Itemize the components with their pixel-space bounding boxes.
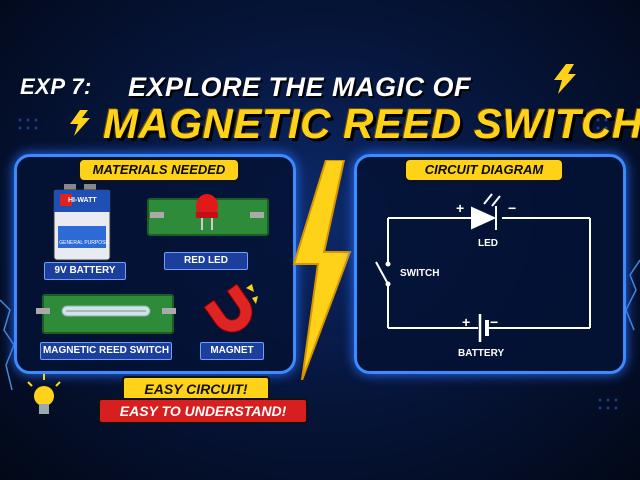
title-line-2: MAGNETIC REED SWITCH — [103, 100, 640, 147]
experiment-label: EXP 7: — [20, 74, 92, 99]
easy-to-understand-banner: EASY TO UNDERSTAND! — [98, 398, 308, 424]
magnet-icon — [203, 284, 258, 333]
led-plus-sign: + — [456, 200, 465, 216]
circuit-battery-label: BATTERY — [458, 348, 505, 359]
reed-switch-label: MAGNETIC REED SWITCH — [40, 342, 172, 360]
spark-icon-left — [70, 110, 90, 136]
led-icon — [150, 194, 264, 230]
battery-brand: HI-WATT — [68, 197, 97, 204]
reed-switch-icon — [36, 305, 176, 317]
spark-icon-right — [554, 64, 576, 94]
circuit-switch-label: SWITCH — [400, 268, 440, 279]
battery-minus-sign: − — [490, 314, 499, 330]
battery-plus-sign: + — [462, 314, 471, 330]
battery-icon — [53, 184, 111, 261]
circuit-panel — [354, 154, 626, 374]
light-bulb-icon — [27, 374, 61, 414]
battery-subtext: GENERAL PURPOSE — [59, 240, 109, 246]
led-minus-sign: − — [508, 200, 517, 216]
lightning-bolt-icon — [292, 160, 352, 380]
circuit-diagram — [375, 193, 591, 342]
circuit-heading: CIRCUIT DIAGRAM — [404, 158, 564, 182]
circuit-led-label: LED — [478, 238, 498, 249]
led-label: RED LED — [164, 252, 248, 270]
materials-heading: MATERIALS NEEDED — [78, 158, 240, 182]
title-line-1: EXPLORE THE MAGIC OF — [128, 72, 472, 102]
magnet-label: MAGNET — [200, 342, 264, 360]
battery-label: 9V BATTERY — [44, 262, 126, 280]
